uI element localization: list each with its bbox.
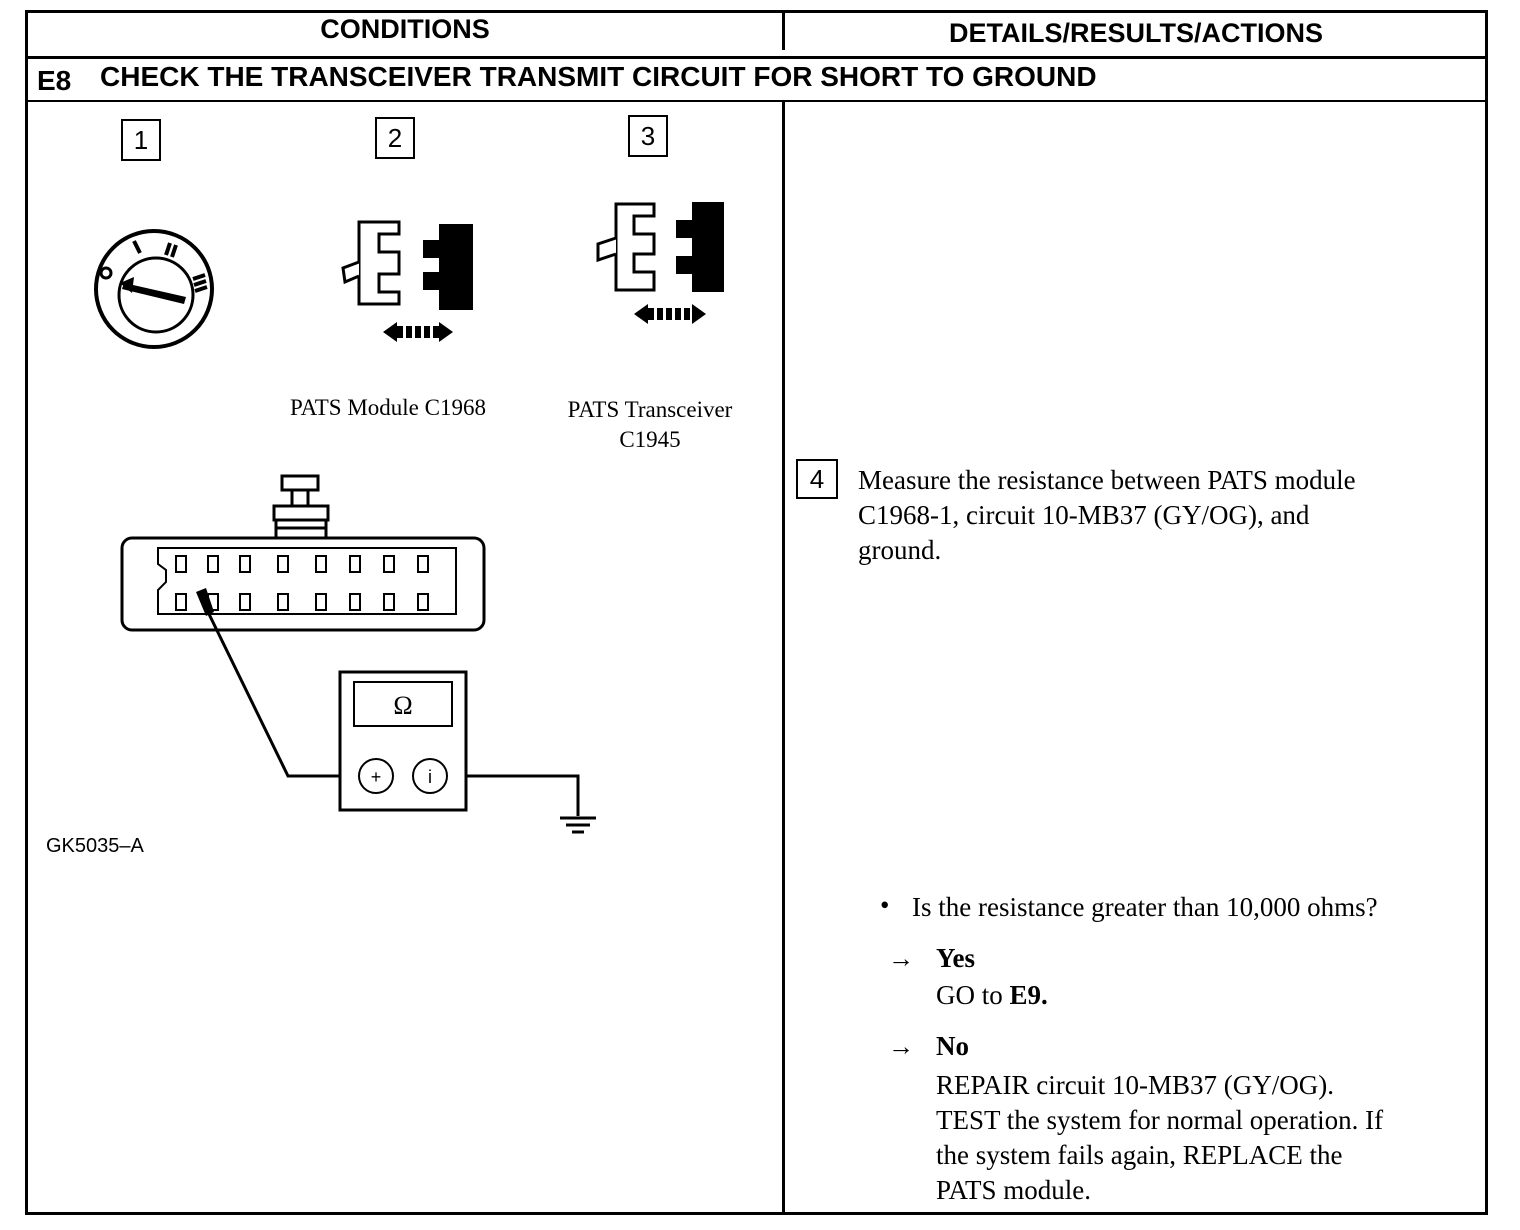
step-code: E8 — [37, 65, 72, 96]
pats-module-connector-icon — [341, 220, 473, 342]
meter-minus-terminal: i — [428, 767, 432, 787]
details-header: DETAILS/RESULTS/ACTIONS — [948, 18, 1323, 48]
no-action-line-4: PATS module. — [936, 1175, 1092, 1205]
pats-transceiver-label-line1: PATS Transceiver — [567, 397, 733, 422]
pats-transceiver-connector-icon — [596, 202, 724, 324]
pats-module-label: PATS Module C1968 — [290, 395, 486, 420]
ignition-switch-icon — [94, 229, 214, 349]
measure-line-2: C1968-1, circuit 10-MB37 (GY/OG), and — [858, 500, 1310, 530]
measure-line-3: ground. — [858, 535, 942, 565]
step-box-2: 2 — [375, 117, 415, 159]
pats-transceiver-label-line2: C1945 — [619, 427, 681, 452]
step-title: CHECK THE TRANSCEIVER TRANSMIT CIRCUIT F… — [100, 61, 1097, 92]
question-bullet: • — [880, 890, 890, 920]
no-action-line-2: TEST the system for normal operation. If — [936, 1105, 1384, 1135]
pats-transceiver-label: PATS Transceiver C1945 — [540, 395, 760, 455]
header-divider — [28, 56, 1486, 59]
step-box-1: 1 — [121, 119, 161, 161]
resistance-question: Is the resistance greater than 10,000 oh… — [912, 892, 1378, 922]
yes-action: GO to E9. — [936, 980, 1048, 1011]
yes-arrow-icon: → — [888, 944, 914, 973]
column-divider — [782, 102, 785, 1214]
measure-line-1: Measure the resistance between PATS modu… — [858, 465, 1356, 495]
frame-left — [25, 10, 28, 1214]
title-divider — [28, 100, 1486, 102]
frame-right — [1485, 10, 1488, 1214]
measure-instruction: Measure the resistance between PATS modu… — [858, 463, 1356, 568]
no-label: No — [936, 1031, 969, 1061]
connector-pinout-diagram: Ω + i — [120, 474, 596, 834]
no-arrow-icon: → — [888, 1032, 914, 1061]
yes-action-target[interactable]: E9. — [1009, 980, 1048, 1010]
step-box-3: 3 — [628, 115, 668, 157]
no-action: REPAIR circuit 10-MB37 (GY/OG). TEST the… — [936, 1068, 1383, 1208]
frame-top — [28, 10, 1488, 13]
meter-plus-terminal: + — [371, 767, 382, 787]
frame-bottom — [25, 1212, 1488, 1215]
figure-id: GK5035–A — [46, 835, 144, 857]
yes-action-prefix: GO to — [936, 980, 1010, 1010]
no-action-line-1: REPAIR circuit 10-MB37 (GY/OG). — [936, 1070, 1334, 1100]
conditions-header: CONDITIONS — [320, 14, 490, 44]
column-divider-top — [782, 12, 785, 50]
yes-label: Yes — [936, 943, 975, 973]
step-box-4: 4 — [796, 459, 838, 499]
ohm-symbol: Ω — [393, 691, 412, 720]
no-action-line-3: the system fails again, REPLACE the — [936, 1140, 1343, 1170]
